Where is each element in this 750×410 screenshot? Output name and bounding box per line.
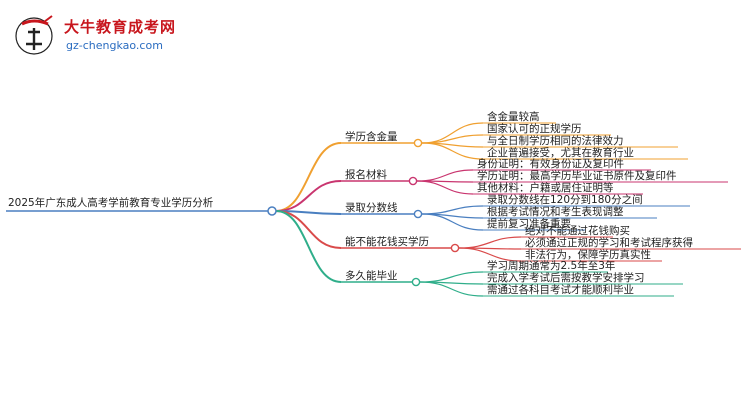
- leaf-link: [458, 247, 522, 262]
- branch-connector-dot: [450, 243, 460, 253]
- branch-node[interactable]: 录取分数线: [345, 201, 398, 214]
- leaf-node[interactable]: 含金量较高: [487, 110, 540, 123]
- leaf-node[interactable]: 需通过各科目考试才能顺利毕业: [487, 283, 634, 296]
- branch-connector-dot: [408, 176, 418, 186]
- leaf-node[interactable]: 国家认可的正规学历: [487, 122, 582, 135]
- leaf-link: [419, 281, 484, 297]
- bull-logo-icon: [15, 15, 53, 55]
- mindmap-links: [6, 122, 741, 297]
- leaf-link: [421, 142, 484, 160]
- logo-url: gz-chengkao.com: [66, 39, 163, 52]
- site-logo[interactable]: 大牛教育成考网 gz-chengkao.com: [14, 14, 254, 60]
- leaf-node[interactable]: 提前复习准备重要: [487, 217, 571, 230]
- leaf-link: [458, 236, 522, 249]
- leaf-node[interactable]: 根据考试情况和考生表现调整: [487, 205, 624, 218]
- logo-title: 大牛教育成考网: [64, 18, 177, 36]
- leaf-link: [421, 122, 484, 144]
- leaf-link: [416, 169, 474, 182]
- leaf-node[interactable]: 完成入学考试后需按教学安排学习: [487, 271, 645, 284]
- leaf-node[interactable]: 其他材料：户籍或居住证明等: [477, 181, 614, 194]
- leaf-node[interactable]: 录取分数线在120分到180分之间: [487, 193, 643, 206]
- branch-node[interactable]: 学历含金量: [345, 130, 398, 143]
- branch-node[interactable]: 能不能花钱买学历: [345, 235, 429, 248]
- leaf-node[interactable]: 与全日制学历相同的法律效力: [487, 134, 624, 147]
- branch-connector-dot: [413, 209, 423, 219]
- branch-link: [275, 142, 342, 212]
- leaf-node[interactable]: 企业普遍接受，尤其在教育行业: [487, 146, 634, 159]
- leaf-node[interactable]: 学习周期通常为2.5年至3年: [487, 259, 615, 272]
- branch-node[interactable]: 报名材料: [345, 168, 387, 181]
- root-node[interactable]: 2025年广东成人高考学前教育专业学历分析: [8, 196, 214, 209]
- leaf-link: [419, 271, 484, 283]
- leaf-node[interactable]: 绝对不能通过花钱购买: [525, 224, 630, 237]
- root-connector-dot: [267, 206, 277, 216]
- branch-connector-dot: [413, 138, 423, 148]
- branch-link: [275, 180, 342, 212]
- mindmap-nodes: 2025年广东成人高考学前教育专业学历分析 学历含金量 含金量较高国家认可的正规学历…: [8, 110, 693, 296]
- leaf-link: [421, 205, 484, 215]
- leaf-node[interactable]: 非法行为，保障学历真实性: [525, 248, 651, 261]
- leaf-node[interactable]: 身份证明：有效身份证及复印件: [477, 157, 624, 170]
- branch-link: [275, 210, 342, 249]
- leaf-link: [416, 180, 474, 195]
- branch-node[interactable]: 多久能毕业: [345, 269, 398, 282]
- leaf-node[interactable]: 学历证明：最高学历毕业证书原件及复印件: [477, 169, 677, 182]
- branch-link: [275, 210, 342, 283]
- leaf-node[interactable]: 必须通过正规的学习和考试程序获得: [525, 236, 693, 249]
- branch-connector-dot: [411, 277, 421, 287]
- leaf-link: [421, 213, 484, 231]
